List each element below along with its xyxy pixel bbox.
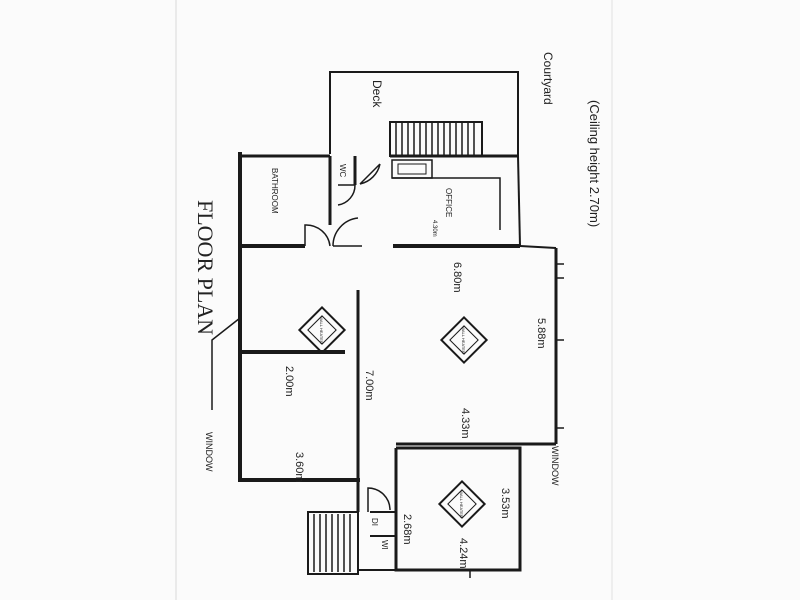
lower-stair-block <box>307 511 359 575</box>
window-right-label: WINDOW <box>550 446 560 486</box>
window-left-label: WINDOW <box>204 432 214 472</box>
bedroom-width-label: 2.00m <box>283 366 295 397</box>
deck-outline <box>329 71 519 156</box>
lower-right-width-label: 4.33m <box>459 408 471 439</box>
di-label: DI <box>370 518 379 526</box>
bathroom-door <box>304 224 331 247</box>
bed3-side-label: 4.24m <box>457 538 469 569</box>
deck-stairs-outline <box>389 121 483 157</box>
floor-plan-title: FLOOR PLAN <box>193 200 218 335</box>
wall-heater-bedroom: WALL HEATER <box>297 305 347 355</box>
bedroom-length-label: 3.60m <box>293 452 305 483</box>
window-markers <box>469 263 564 578</box>
wall-heater-lower: WALL HEATER <box>437 479 487 529</box>
bathroom-label: BATHROOM <box>270 168 279 214</box>
entry-stairs <box>313 514 351 572</box>
bed3-width-label: 2.68m <box>401 514 413 545</box>
hall-length-label: 7.00m <box>363 370 375 401</box>
lower-right-room <box>394 442 556 572</box>
office-bench <box>392 177 501 230</box>
ceiling-note: (Ceiling height 2.70m) <box>587 100 602 227</box>
heater-label-main: WALL HEATER <box>461 326 466 354</box>
office-door <box>359 163 381 185</box>
office-width-label: 4.30m <box>431 220 437 237</box>
office-desk-inner <box>397 163 427 175</box>
wall-heater-main: WALL HEATER <box>439 315 489 365</box>
wi-label: WI <box>380 540 389 550</box>
heater-label-lower: WALL HEATER <box>459 490 464 518</box>
wc-door <box>337 184 356 206</box>
bed3-length-label: 3.53m <box>499 488 511 519</box>
office-label: OFFICE <box>444 188 453 217</box>
deck-label: Deck <box>370 80 384 108</box>
main-width-label: 5.88m <box>535 318 547 349</box>
window-leader <box>211 317 241 410</box>
courtyard-label: Courtyard <box>541 52 555 105</box>
main-length-label: 6.80m <box>451 262 463 293</box>
heater-label-bedroom: WALL HEATER <box>319 316 324 344</box>
hall-door <box>332 217 362 247</box>
office-right-wall <box>517 155 521 247</box>
deck-stairs <box>389 121 483 157</box>
wc-label: WC <box>338 164 347 178</box>
door-swings <box>304 163 391 512</box>
closet-door <box>367 487 391 512</box>
office-main-wall-cap <box>519 245 557 249</box>
walls <box>211 71 558 575</box>
